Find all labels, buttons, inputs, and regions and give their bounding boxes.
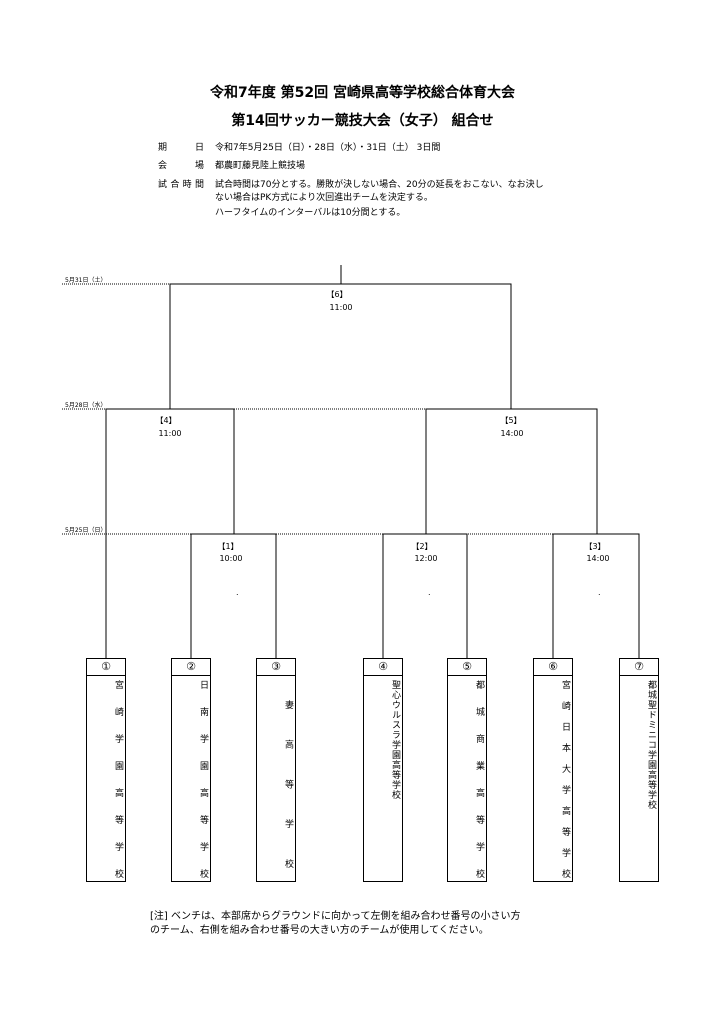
team-number: ② xyxy=(172,659,210,676)
info-label-date: 期 日 xyxy=(158,143,204,153)
team-box-1: ① 宮崎学園高等学校 xyxy=(86,658,126,882)
team-number: ⑥ xyxy=(534,659,572,676)
team-box-7: ⑦ 都城聖ドミニコ学園高等学校 xyxy=(619,658,659,882)
team-box-3: ③ 妻高等学校 xyxy=(256,658,296,882)
team-name: 都城聖ドミニコ学園高等学校 xyxy=(646,680,656,810)
match-4-time: 11:00 xyxy=(158,429,182,438)
team-name: 都城商業高等学校 xyxy=(474,680,484,878)
match-6-no: 【6】 xyxy=(326,290,348,299)
date-label-28: 5月28日（水） xyxy=(65,402,107,409)
info-value-time: 試合時間は70分とする。勝敗が決しない場合、20分の延長をおこない、なお決しない… xyxy=(215,180,544,203)
team-box-2: ② 日南学園高等学校 xyxy=(171,658,211,882)
match-3-time: 14:00 xyxy=(586,554,610,563)
match-1-time: 10:00 xyxy=(219,554,243,563)
team-number: ③ xyxy=(257,659,295,676)
score-dot-1: . xyxy=(236,588,239,597)
match-6-time: 11:00 xyxy=(329,303,353,312)
match-1-line xyxy=(190,533,277,658)
team-box-4: ④ 聖心ウルスラ学園高等学校 xyxy=(363,658,403,882)
title-line-1: 令和7年度 第52回 宮崎県高等学校総合体育大会 xyxy=(210,85,515,101)
info-value-venue: 都農町藤見陸上競技場 xyxy=(215,161,306,171)
info-value-halftime: ハーフタイムのインターバルは10分間とする。 xyxy=(215,208,406,218)
bench-note: [注] ベンチは、本部席からグラウンドに向かって左側を組み合わせ番号の小さい方の… xyxy=(150,911,521,936)
match-4-no: 【4】 xyxy=(155,416,177,425)
team-number: ① xyxy=(87,659,125,676)
match-3-line xyxy=(552,533,640,658)
info-block: 期 日 令和7年5月25日（日）・28日（水）・31日（土） 3日間 会 場 都… xyxy=(0,0,725,240)
team-name: 宮崎日本大学高等学校 xyxy=(560,680,570,878)
score-dot-2: . xyxy=(428,588,431,597)
match-2-line xyxy=(382,533,468,658)
match-2-time: 12:00 xyxy=(414,554,438,563)
team-name: 宮崎学園高等学校 xyxy=(113,680,123,878)
match-3-no: 【3】 xyxy=(584,542,606,551)
match-5-no: 【5】 xyxy=(500,416,522,425)
score-dot-3: . xyxy=(598,588,601,597)
team-box-5: ⑤ 都城商業高等学校 xyxy=(447,658,487,882)
team-number: ⑦ xyxy=(620,659,658,676)
match-1-no: 【1】 xyxy=(217,542,239,551)
match-6-line xyxy=(169,283,512,409)
date-label-25: 5月25日（日） xyxy=(65,527,107,534)
info-value-date: 令和7年5月25日（日）・28日（水）・31日（土） 3日間 xyxy=(215,143,441,153)
team-number: ④ xyxy=(364,659,402,676)
info-label-venue: 会 場 xyxy=(158,161,204,171)
date-label-31: 5月31日（土） xyxy=(65,277,107,284)
match-5-line xyxy=(425,408,598,534)
title-line-2: 第14回サッカー競技大会（女子） 組合せ xyxy=(231,113,494,129)
team-name: 妻高等学校 xyxy=(283,700,293,868)
info-label-time: 試合時間 xyxy=(158,180,204,190)
team-name: 聖心ウルスラ学園高等学校 xyxy=(390,680,400,800)
match-4-line xyxy=(105,408,235,658)
match-5-time: 14:00 xyxy=(500,429,524,438)
match-2-no: 【2】 xyxy=(411,542,433,551)
team-name: 日南学園高等学校 xyxy=(198,680,208,878)
team-number: ⑤ xyxy=(448,659,486,676)
team-box-6: ⑥ 宮崎日本大学高等学校 xyxy=(533,658,573,882)
